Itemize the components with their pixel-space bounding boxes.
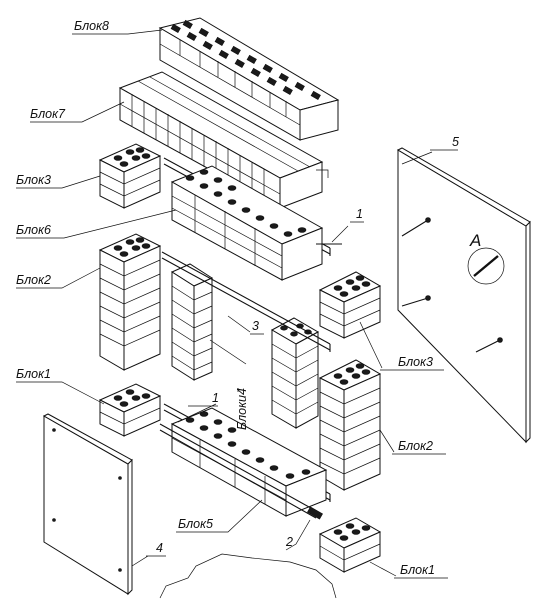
label-rod-3: 3 [252, 319, 259, 333]
block-7 [118, 71, 329, 209]
label-block-3-right: Блок3 [398, 355, 433, 369]
label-panel-5: 5 [452, 135, 459, 149]
block-1-right [318, 517, 382, 573]
label-panel-4: 4 [156, 541, 163, 555]
label-blocks-4: Блоки4 [235, 388, 249, 430]
block-3-right [318, 271, 382, 339]
label-block-5: Блок5 [178, 517, 213, 531]
label-block-8: Блок8 [74, 19, 109, 33]
label-view-a: А [469, 231, 481, 250]
rod-3 [161, 251, 331, 352]
labels: Блок8 Блок7 Блок3 Блок6 Блок2 Блок1 Блок… [16, 19, 481, 577]
label-block-1-right: Блок1 [400, 563, 435, 577]
label-block-2-left: Блок2 [16, 273, 51, 287]
block-1-left [98, 383, 162, 437]
label-rod-1-top: 1 [356, 207, 363, 221]
label-rod-1-mid: 1 [212, 391, 219, 405]
leader-lines [16, 29, 458, 579]
label-block-7: Блок7 [30, 107, 66, 121]
block-2-right [318, 359, 382, 491]
label-block-1-left: Блок1 [16, 367, 51, 381]
block-6 [170, 165, 324, 281]
panel-5 [396, 147, 531, 444]
label-block-2-right: Блок2 [398, 439, 433, 453]
panel-4 [42, 413, 133, 596]
label-rod-2: 2 [285, 535, 293, 549]
block-2-left [98, 233, 162, 371]
block-8 [158, 17, 340, 141]
rod-2 [159, 423, 323, 520]
block-3-left [98, 143, 162, 209]
break-line [159, 553, 337, 599]
label-block-6: Блок6 [16, 223, 51, 237]
label-block-3-left: Блок3 [16, 173, 51, 187]
